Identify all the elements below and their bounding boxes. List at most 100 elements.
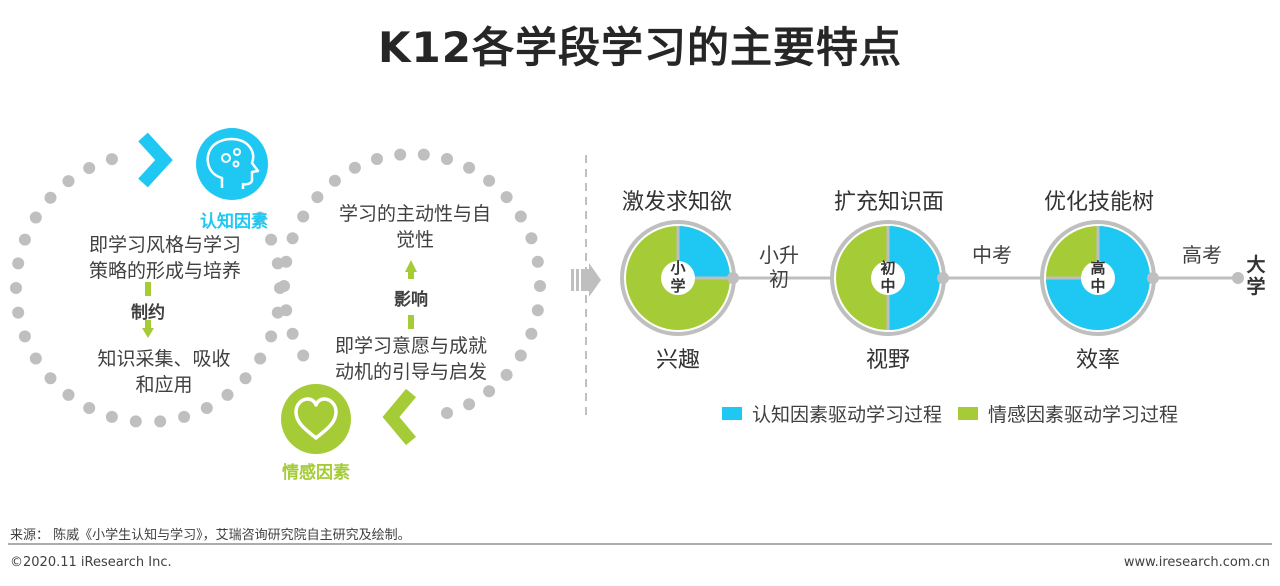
ring-dot (500, 191, 513, 204)
ring-dot (12, 257, 25, 270)
ring-dot (525, 232, 538, 245)
stage-name: 小学 (670, 259, 686, 295)
ring-dot (534, 280, 546, 292)
ring-dot (29, 352, 42, 365)
ring-dot (200, 402, 213, 414)
emotional-chevron-icon (382, 388, 416, 446)
source-note: 来源： 陈威《小学生认知与学习》，艾瑞咨询研究院自主研究及绘制。 (10, 528, 411, 543)
emotional-factor-text: 即学习意愿与成就动机的引导与启发 (334, 335, 487, 383)
divider-arrow-icon (571, 263, 601, 297)
stage-bottom-label: 效率 (1075, 348, 1120, 373)
ring-dot (265, 330, 278, 343)
heart-icon (281, 384, 351, 454)
ring-dot (280, 304, 293, 317)
timeline-end-node (1232, 272, 1244, 284)
ring-dot (29, 211, 42, 224)
ring-dot (221, 388, 234, 401)
stage-top-label: 扩充知识面 (833, 190, 944, 215)
ring-dot (62, 388, 75, 401)
ring-dot (44, 191, 57, 204)
legend-swatch-cognitive (722, 406, 742, 420)
ring-dot (417, 148, 430, 161)
ring-dot (514, 349, 527, 362)
legend-label-cognitive: 认知因素驱动学习过程 (752, 403, 943, 426)
ring-dot (278, 280, 290, 292)
transition-label: 小升初 (759, 243, 799, 291)
ring-dot (328, 174, 341, 187)
page-title: K12各学段学习的主要特点 (378, 23, 902, 72)
legend-swatch-emotional (958, 406, 979, 420)
ring-dot (62, 175, 75, 188)
ring-dot (18, 330, 31, 343)
ring-dot (254, 211, 267, 224)
ring-dot (311, 191, 324, 204)
endpoint-label: 大学 (1246, 254, 1266, 298)
ring-dot (286, 232, 299, 245)
legend-label-emotional: 情感因素驱动学习过程 (988, 403, 1179, 426)
website: www.iresearch.com.cn (1123, 555, 1270, 570)
dotted-ring-right (278, 148, 546, 419)
stage-name: 初中 (880, 259, 896, 295)
ring-dot (483, 174, 496, 187)
ring-dot (500, 368, 513, 381)
stage-top-label: 优化技能树 (1043, 190, 1154, 215)
stage-bottom-label: 兴趣 (655, 348, 700, 373)
ring-dot (514, 210, 527, 223)
ring-dot (10, 282, 22, 294)
ring-dot (286, 327, 299, 340)
ring-dot (105, 410, 118, 423)
ring-dot (531, 255, 544, 268)
cognitive-chevron-icon (138, 132, 173, 188)
ring-dot (441, 153, 453, 165)
legend: 认知因素驱动学习过程 情感因素驱动学习过程 (722, 400, 1178, 426)
cognitive-result-text: 知识采集、吸收和应用 (97, 348, 231, 396)
ring-dot (12, 306, 25, 319)
stage-pie-cognitive (678, 226, 730, 278)
ring-dot (178, 410, 191, 423)
ring-dot (394, 148, 407, 161)
influence-line (408, 315, 414, 329)
ring-dot (83, 162, 96, 174)
ring-dot (441, 407, 453, 419)
ring-dot (129, 415, 142, 428)
ring-dot (154, 415, 167, 428)
ring-dot (18, 233, 31, 246)
timeline-node (727, 272, 739, 284)
stage-pie-hub (1081, 261, 1115, 295)
ring-dot (297, 349, 310, 362)
stage-bottom-label: 视野 (865, 348, 910, 373)
ring-dot (280, 255, 293, 268)
ring-dot (531, 304, 544, 317)
constrain-arrow-icon (142, 328, 154, 338)
ring-dot (44, 372, 57, 385)
cognitive-factor-label: 认知因素 (200, 212, 268, 232)
ring-dot (525, 327, 538, 340)
cognitive-factor-text: 即学习风格与学习策略的形成与培养 (88, 234, 241, 282)
ring-dot (105, 153, 118, 166)
emotional-result-text: 学习的主动性与自觉性 (338, 203, 491, 251)
transition-label: 中考 (972, 243, 1012, 267)
ring-dot (371, 153, 383, 165)
copyright: ©2020.11 iResearch Inc. (10, 555, 172, 570)
ring-dot (348, 161, 361, 174)
influence-label: 影响 (394, 290, 428, 310)
dotted-ring-left (10, 153, 286, 428)
ring-dot (463, 398, 476, 411)
head-gears-icon (196, 128, 268, 200)
influence-arrow-icon (405, 260, 417, 272)
stage-pies (620, 220, 1156, 336)
stage-pie-hub (871, 261, 905, 295)
ring-dot (83, 402, 96, 414)
ring-dot (254, 352, 267, 365)
ring-dot (239, 372, 252, 385)
constrain-label: 制约 (131, 303, 165, 323)
ring-dot (297, 210, 310, 223)
timeline-node (937, 272, 949, 284)
emotional-factor-label: 情感因素 (282, 463, 350, 483)
timeline-node (1147, 272, 1159, 284)
stage-pie-cognitive (888, 226, 940, 330)
ring-dot (265, 233, 278, 246)
stage-pie-hub (661, 261, 695, 295)
stage-top-label: 激发求知欲 (621, 190, 732, 215)
ring-dot (483, 385, 496, 398)
